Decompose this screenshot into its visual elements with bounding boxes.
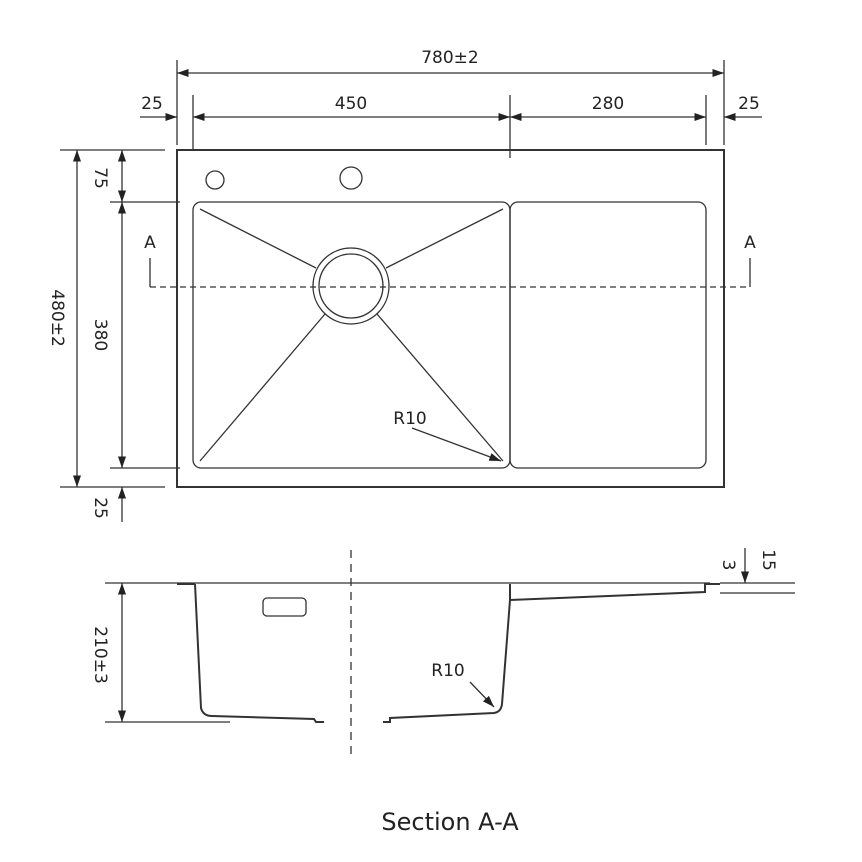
bowl xyxy=(192,201,511,469)
section-radius-label: R10 xyxy=(431,661,464,681)
extension-lines xyxy=(60,60,725,488)
plan-view: A A R10 780±2 25 450 280 25 480±2 75 xyxy=(47,48,762,522)
section-line xyxy=(149,258,751,288)
section-view: 210±3 R10 3 15 Section A-A xyxy=(90,548,795,836)
section-title: Section A-A xyxy=(381,808,519,836)
sink-outline xyxy=(176,149,725,488)
bowl-slope-lines xyxy=(199,208,504,462)
bowl-width-dim: 450 xyxy=(335,94,367,114)
plan-radius-label: R10 xyxy=(393,409,426,429)
flange-thickness-dim: 3 xyxy=(718,560,738,571)
sink-profile-right xyxy=(383,583,720,723)
drainboard-width-dim: 280 xyxy=(592,94,624,114)
front-margin-dim: 25 xyxy=(90,497,110,519)
back-margin-dim: 75 xyxy=(90,167,110,189)
drain-inner-icon xyxy=(318,253,384,319)
section-depth-dim: 210±3 xyxy=(90,626,110,684)
tap-hole-icon xyxy=(339,166,363,190)
bowl-depth-dim: 380 xyxy=(90,319,110,351)
overall-width-dim: 780±2 xyxy=(421,48,479,68)
right-margin-dim: 25 xyxy=(738,94,760,114)
overall-depth-dim: 480±2 xyxy=(47,289,67,347)
sink-profile xyxy=(194,583,324,723)
tap-hole-icon xyxy=(205,170,225,190)
drainboard-offset-dim: 15 xyxy=(758,549,778,571)
overflow-slot xyxy=(262,597,307,617)
section-mark-left: A xyxy=(144,233,156,253)
drainboard xyxy=(509,201,707,469)
drain-outer-icon xyxy=(312,247,390,325)
section-mark-right: A xyxy=(744,233,756,253)
left-margin-dim: 25 xyxy=(141,94,163,114)
